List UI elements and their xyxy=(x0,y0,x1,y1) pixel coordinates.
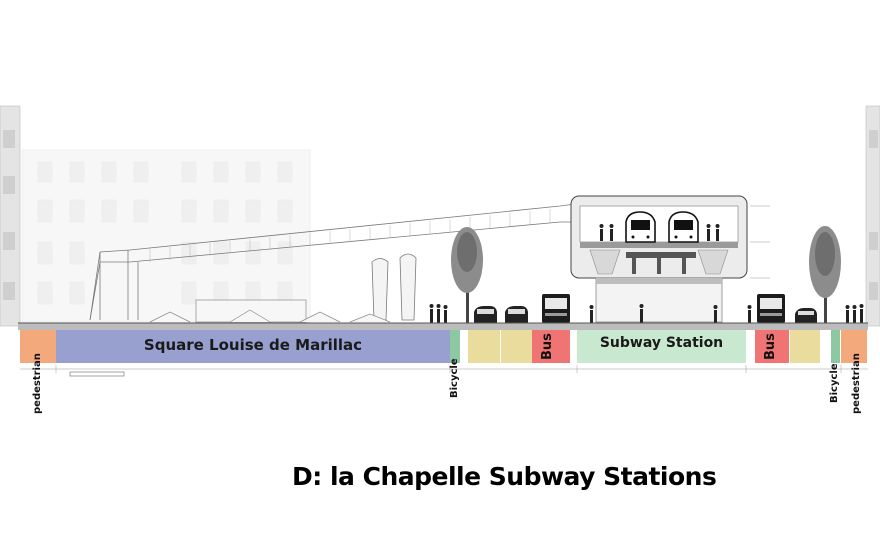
edge-building-right xyxy=(865,105,880,327)
bus-right xyxy=(757,294,785,323)
zone-label-bus-right: Bus xyxy=(763,333,778,360)
bus-left xyxy=(542,294,570,323)
car-1 xyxy=(474,306,497,323)
label-bicycle-left: Bicycle xyxy=(449,358,460,398)
zone-pedestrian-right xyxy=(841,330,867,363)
zone-bus-left xyxy=(532,330,570,363)
metro-train-right xyxy=(668,211,699,243)
elevated-walkway xyxy=(89,203,576,321)
metro-train-left xyxy=(625,211,656,243)
zone-label-subway: Subway Station xyxy=(599,335,724,351)
zone-pedestrian-left xyxy=(20,330,56,363)
zone-label-square: Square Louise de Marillac xyxy=(143,336,363,354)
diagram-title: D: la Chapelle Subway Stations xyxy=(292,462,717,491)
zone-subway xyxy=(577,330,746,363)
zone-roadway-left-1 xyxy=(468,330,500,363)
label-bicycle-right: Bicycle xyxy=(829,363,840,403)
dimension-lines xyxy=(20,365,868,373)
zone-label-bus-left: Bus xyxy=(540,333,555,360)
zone-square xyxy=(56,330,450,363)
zone-bus-right xyxy=(755,330,789,363)
zone-roadway-left-2 xyxy=(501,330,532,363)
zone-bicycle-right xyxy=(831,330,840,363)
car-2 xyxy=(505,306,528,323)
background-building xyxy=(21,149,311,323)
edge-building-left xyxy=(0,105,21,327)
zone-band xyxy=(20,330,867,363)
zone-bicycle-left xyxy=(450,330,460,363)
car-3 xyxy=(795,308,817,323)
tree-left xyxy=(451,227,483,323)
subway-station-structure xyxy=(570,195,770,323)
zone-roadway-right xyxy=(790,330,820,363)
label-pedestrian-left: pedestrian xyxy=(32,353,43,414)
square-pavilion xyxy=(149,299,391,323)
ground-line xyxy=(18,323,868,330)
pedestrians xyxy=(429,224,864,323)
label-pedestrian-right: pedestrian xyxy=(851,353,862,414)
scale-bar xyxy=(69,371,125,377)
tree-right xyxy=(809,226,841,323)
